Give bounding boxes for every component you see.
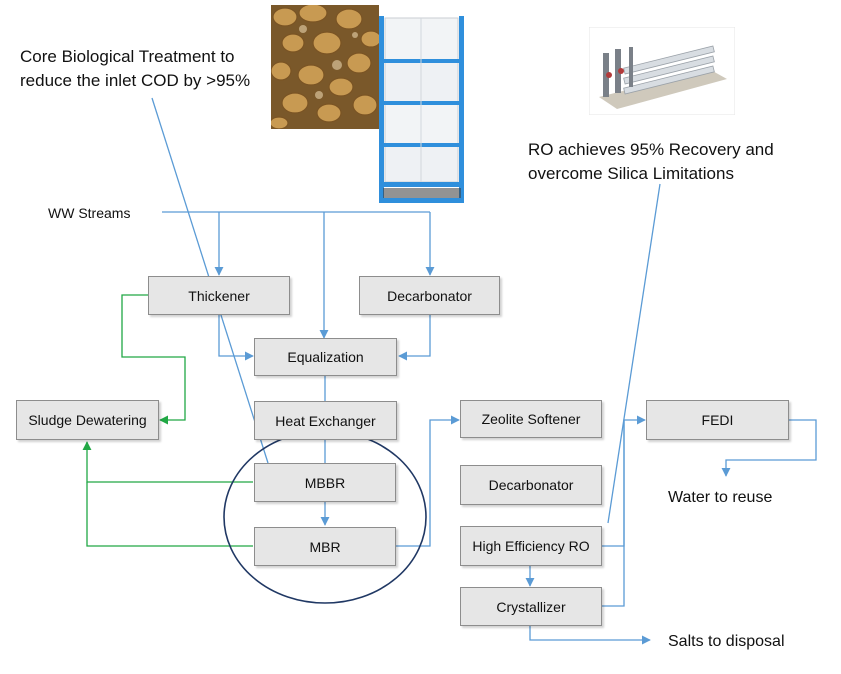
- mbbr-module-rack-photo: [379, 16, 464, 203]
- zeolite-softener-box: Zeolite Softener: [460, 400, 602, 438]
- biological-treatment-note-line2: reduce the inlet COD by >95%: [20, 71, 251, 90]
- decarbonator-top-box: Decarbonator: [359, 276, 500, 315]
- fedi-box: FEDI: [646, 400, 789, 440]
- mbbr-box: MBBR: [254, 463, 396, 502]
- thickener-box: Thickener: [148, 276, 290, 315]
- mbr-to-sludge-line: [86, 482, 253, 547]
- biofilm-carrier-photo: [271, 5, 379, 129]
- fedi-to-reuse: [721, 419, 817, 477]
- ro-note-leader: [607, 183, 661, 524]
- mbbr-to-sludge-dewatering: [82, 441, 253, 483]
- mbr-box: MBR: [254, 527, 396, 566]
- equalization-box: Equalization: [254, 338, 397, 376]
- decarbonator-mid-box: Decarbonator: [460, 465, 602, 505]
- ww-streams-label: WW Streams: [48, 205, 131, 221]
- decarbonator-to-equalization: [398, 315, 431, 361]
- mbr-to-zeolite: [396, 415, 460, 547]
- thickener-to-equalization: [218, 315, 254, 361]
- crystallizer-box: Crystallizer: [460, 587, 602, 626]
- biological-treatment-note-line1: Core Biological Treatment to: [20, 47, 235, 66]
- salts-to-disposal-label: Salts to disposal: [668, 633, 785, 650]
- sludge-dewatering-box: Sludge Dewatering: [16, 400, 159, 440]
- ro-note-line1: RO achieves 95% Recovery and: [528, 140, 774, 159]
- crystallizer-to-salts: [529, 626, 651, 645]
- ro-note-line2: overcome Silica Limitations: [528, 164, 734, 183]
- ro-skid-photo: [589, 27, 735, 115]
- heat-exchanger-box: Heat Exchanger: [254, 401, 397, 440]
- high-efficiency-ro-box: High Efficiency RO: [460, 526, 602, 566]
- crystallizer-to-fedi: [602, 420, 625, 607]
- thickener-to-sludge-dewatering: [121, 294, 186, 425]
- water-to-reuse-label: Water to reuse: [668, 489, 773, 506]
